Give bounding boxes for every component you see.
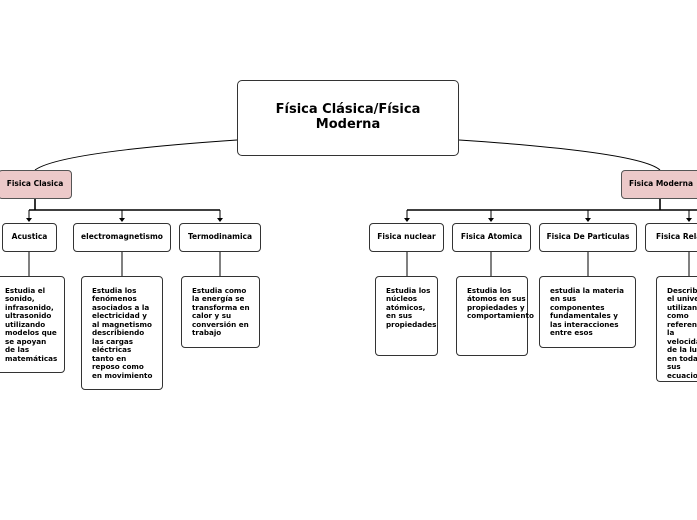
arrowhead: [119, 218, 125, 222]
topic-node-electromagnetismo[interactable]: electromagnetismo: [73, 223, 171, 252]
description-node-acustica[interactable]: Estudia el sonido, infrasonido, ultrason…: [0, 276, 65, 373]
topic-node-acustica[interactable]: Acustica: [2, 223, 57, 252]
arrowhead: [26, 218, 32, 222]
topic-label: electromagnetismo: [81, 232, 163, 242]
arrowhead: [488, 218, 494, 222]
description-text: Estudia los núcleos atómicos, en sus pro…: [386, 286, 437, 329]
connector-root-left: [34, 139, 238, 171]
topic-node-termodinamica[interactable]: Termodinamica: [179, 223, 261, 252]
branch-node-fisica-clasica[interactable]: Fisica Clasica: [0, 170, 72, 199]
topic-node-fisica-nuclear[interactable]: Fisica nuclear: [369, 223, 444, 252]
description-node-termodinamica[interactable]: Estudia como la energía se transforma en…: [181, 276, 260, 348]
arrowhead: [585, 218, 591, 222]
topic-label: Fisica nuclear: [377, 232, 436, 242]
topic-node-fisica-de-particulas[interactable]: Fisica De Particulas: [539, 223, 637, 252]
arrowhead: [404, 218, 410, 222]
connector-root-right: [458, 139, 661, 171]
description-node-fisica-nuclear[interactable]: Estudia los núcleos atómicos, en sus pro…: [375, 276, 438, 356]
root-title: Física Clásica/Física Moderna: [275, 102, 421, 132]
branch-label: Fisica Moderna: [628, 179, 694, 189]
branch-node-fisica-moderna[interactable]: Fisica Moderna: [621, 170, 697, 199]
description-node-fisica-relatividad[interactable]: Describe el universo utilizando como ref…: [656, 276, 697, 382]
topic-label: Termodinamica: [187, 232, 253, 242]
topic-node-fisica-atomica[interactable]: Fisica Atomica: [452, 223, 531, 252]
description-text: Estudia los fenómenos asociados a la ele…: [92, 286, 153, 380]
description-text: Describe el universo utilizando como ref…: [667, 286, 697, 380]
description-text: Estudia como la energía se transforma en…: [192, 286, 250, 338]
branch-label: Fisica Clasica: [6, 179, 64, 189]
description-node-fisica-de-particulas[interactable]: estudia la materia en sus componentes fu…: [539, 276, 636, 348]
description-text: estudia la materia en sus componentes fu…: [550, 286, 624, 338]
topic-label: Fisica Relatividad: [656, 232, 697, 242]
arrowhead: [686, 218, 692, 222]
description-text: Estudia los átomos en sus propiedades y …: [467, 286, 534, 321]
description-node-electromagnetismo[interactable]: Estudia los fenómenos asociados a la ele…: [81, 276, 163, 390]
topic-label: Fisica De Particulas: [546, 232, 630, 242]
topic-node-fisica-relatividad[interactable]: Fisica Relatividad: [645, 223, 697, 252]
description-node-fisica-atomica[interactable]: Estudia los átomos en sus propiedades y …: [456, 276, 534, 356]
topic-label: Acustica: [11, 232, 48, 242]
root-node[interactable]: Física Clásica/Física Moderna: [237, 80, 459, 156]
arrowhead: [217, 218, 223, 222]
topic-label: Fisica Atomica: [460, 232, 523, 242]
description-text: Estudia el sonido, infrasonido, ultrason…: [5, 286, 58, 363]
